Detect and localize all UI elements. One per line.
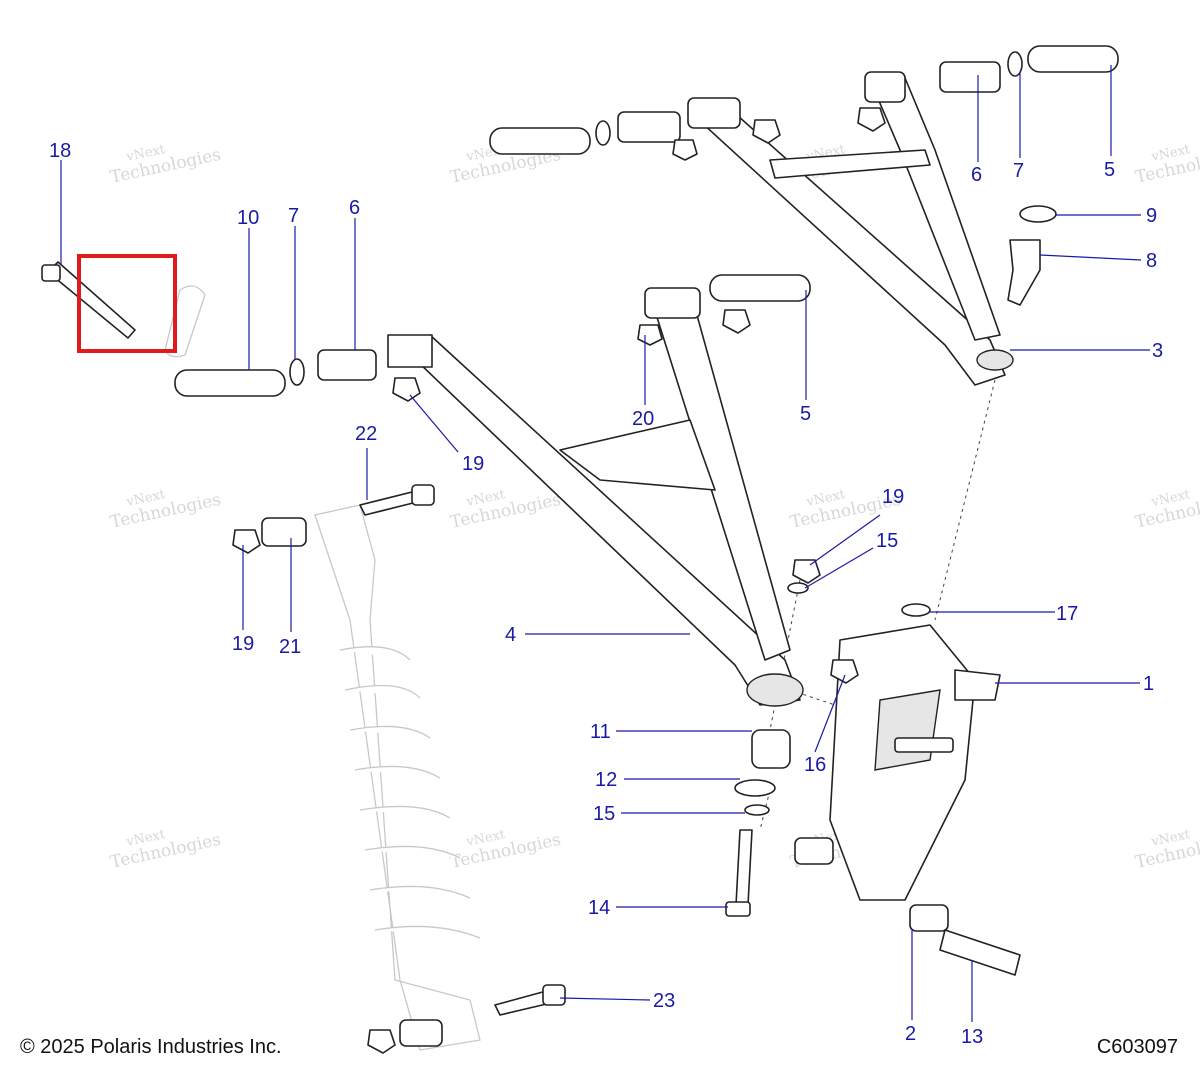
callout-label: 6 — [349, 197, 360, 219]
callout-label: 14 — [588, 897, 610, 919]
callout-label: 15 — [876, 530, 898, 552]
callout-label: 13 — [961, 1026, 983, 1048]
callout-label: 1 — [1143, 673, 1154, 695]
callout-label: 4 — [505, 624, 516, 646]
callout-label: 9 — [1146, 205, 1157, 227]
copyright-text: © 2025 Polaris Industries Inc. — [20, 1036, 282, 1058]
upper-a-arm — [687, 71, 1014, 386]
callout-label: 18 — [49, 140, 71, 162]
callout-label: 21 — [279, 636, 301, 658]
callout-label: 3 — [1152, 340, 1163, 362]
callout-labels: 18 10 7 6 6 7 5 9 8 3 20 5 19 22 19 21 4… — [49, 140, 1163, 1048]
diagram-code: C603097 — [1096, 1036, 1178, 1058]
callout-label: 12 — [595, 769, 617, 791]
callout-label: 6 — [971, 164, 982, 186]
highlight-box — [77, 254, 177, 353]
callout-label: 5 — [1104, 159, 1115, 181]
callout-label: 10 — [237, 207, 259, 229]
callout-label: 2 — [905, 1023, 916, 1045]
callout-label: 19 — [882, 486, 904, 508]
callout-label: 8 — [1146, 250, 1157, 272]
hardware — [41, 45, 1119, 1054]
callout-label: 19 — [232, 633, 254, 655]
leader-lines — [60, 65, 1150, 1022]
steering-knuckle — [829, 624, 1001, 901]
lower-a-arm — [387, 287, 804, 707]
callout-label: 15 — [593, 803, 615, 825]
callout-label: 7 — [1013, 160, 1024, 182]
callout-label: 23 — [653, 990, 675, 1012]
shock-absorber-ghost — [164, 285, 481, 1051]
callout-label: 5 — [800, 403, 811, 425]
callout-label: 22 — [355, 423, 377, 445]
callout-label: 19 — [462, 453, 484, 475]
callout-label: 11 — [590, 721, 611, 743]
callout-label: 20 — [632, 408, 654, 430]
callout-label: 16 — [804, 754, 826, 776]
callout-label: 7 — [288, 205, 299, 227]
callout-label: 17 — [1056, 603, 1078, 625]
